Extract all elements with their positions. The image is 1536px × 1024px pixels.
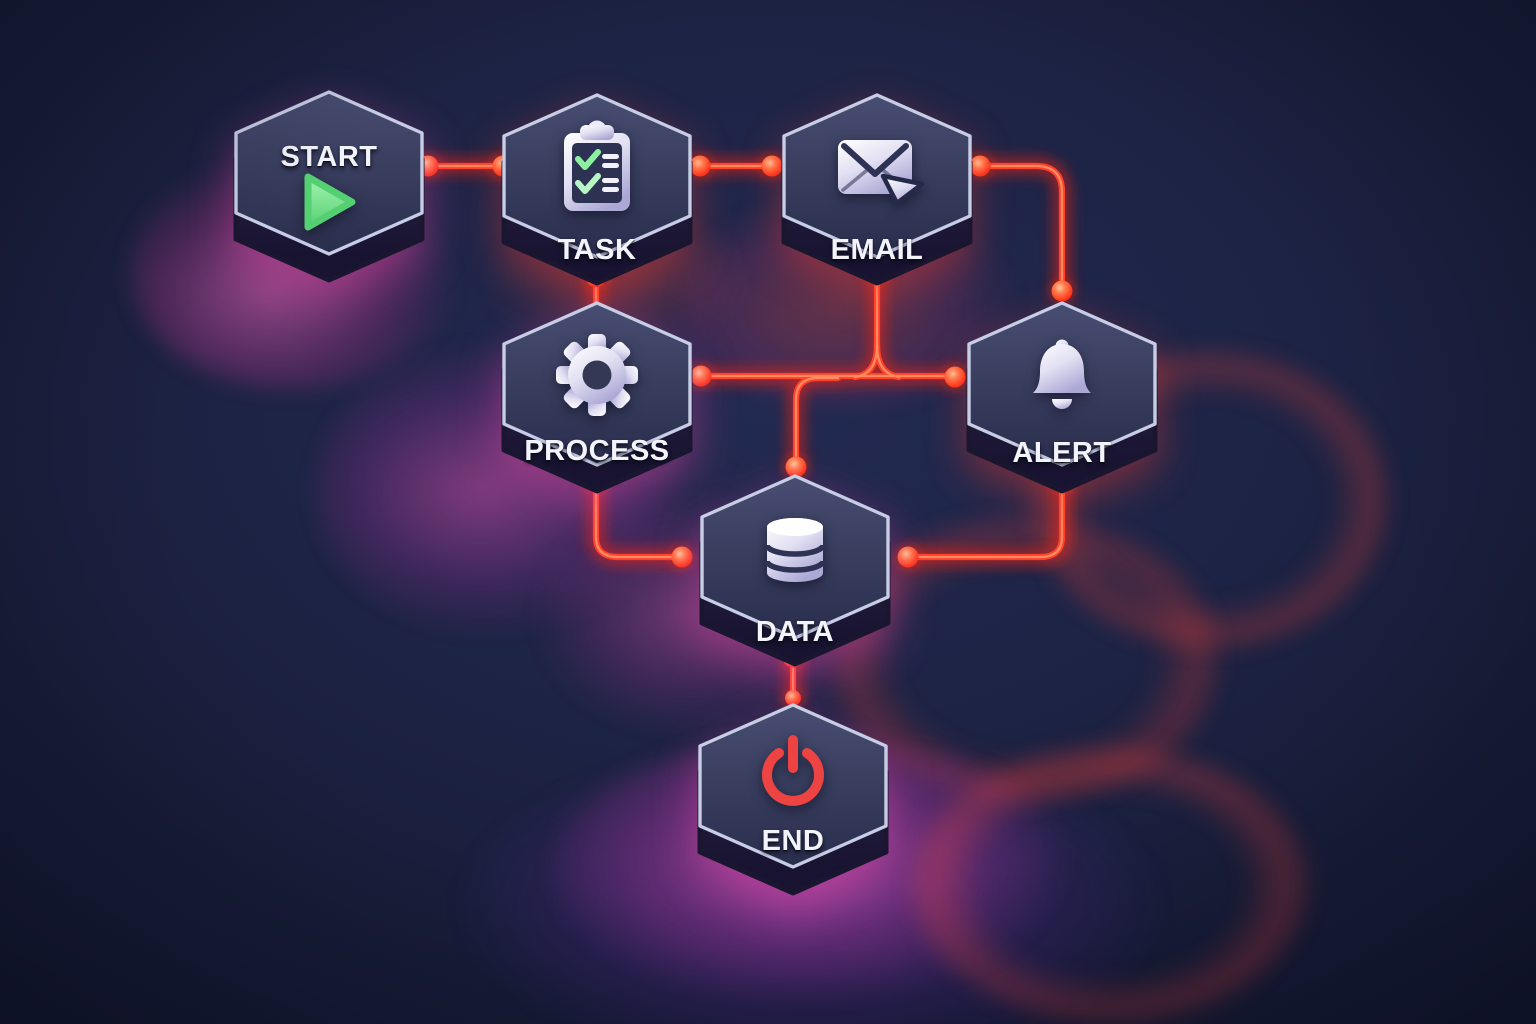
database-icon <box>764 518 826 582</box>
bell-icon <box>1033 339 1091 409</box>
hexagon-task <box>501 93 693 286</box>
hexagon-process <box>501 301 693 494</box>
node-process[interactable]: PROCESS <box>501 301 693 516</box>
node-data[interactable]: DATA <box>699 474 891 689</box>
node-task[interactable]: TASK <box>501 93 693 308</box>
hexagon-data <box>699 474 891 667</box>
node-end[interactable]: END <box>697 703 889 918</box>
clipboard-checklist-icon <box>564 120 630 211</box>
gear-icon <box>556 334 638 416</box>
hexagon-email <box>781 93 973 286</box>
node-alert[interactable]: ALERT <box>966 301 1158 516</box>
node-start[interactable]: START <box>233 90 425 305</box>
node-email[interactable]: EMAIL <box>781 93 973 308</box>
envelope-send-icon <box>838 140 925 206</box>
hexagon-start <box>233 90 425 283</box>
hexagon-end <box>697 703 889 896</box>
hexagon-alert <box>966 301 1158 494</box>
